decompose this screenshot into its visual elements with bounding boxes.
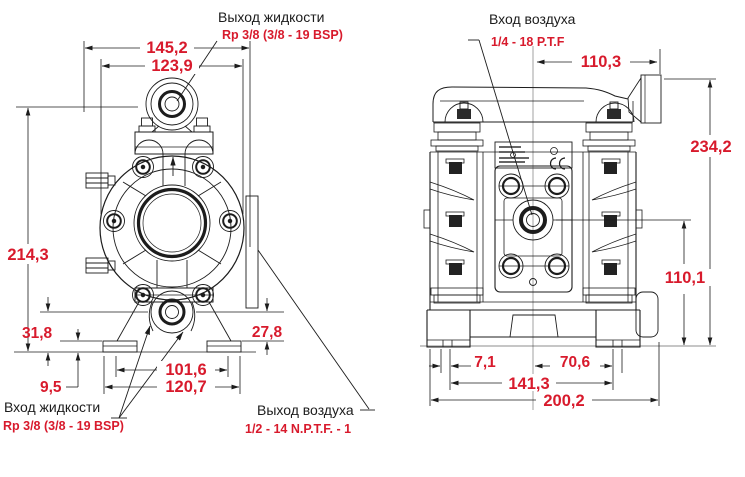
right-foot bbox=[206, 340, 242, 353]
base-center-block bbox=[509, 314, 559, 338]
dim-foot-height-right: 27,8 bbox=[252, 324, 283, 341]
liquid-outlet-title: Выход жидкости bbox=[218, 9, 324, 25]
nameplate bbox=[494, 141, 573, 170]
front-view-dimensions bbox=[16, 40, 375, 419]
dim-foot-slot-span: 101,6 bbox=[165, 361, 206, 379]
side-bolts bbox=[445, 158, 621, 275]
air-inlet-leader bbox=[468, 39, 533, 216]
air-inlet-title: Вход воздуха bbox=[489, 11, 576, 27]
dim-body-width: 123,9 bbox=[151, 57, 192, 75]
dim-foot-slot-right: 70,6 bbox=[560, 354, 591, 371]
flange-bolts bbox=[103, 156, 241, 306]
clamp-stacks bbox=[430, 122, 636, 304]
dimension-text-halos bbox=[4, 38, 738, 408]
dim-foot-height: 9,5 bbox=[40, 379, 62, 396]
top-cap bbox=[432, 86, 635, 123]
muffler bbox=[627, 74, 662, 124]
bottom-manifold-and-base bbox=[14, 260, 256, 353]
liquid-inlet-port bbox=[150, 290, 194, 334]
air-inlet-spec: 1/4 - 18 P.T.F bbox=[491, 35, 565, 49]
dim-muffler-offset: 110,3 bbox=[581, 53, 621, 71]
housing-sides bbox=[423, 151, 643, 310]
liquid-inlet-leaders bbox=[111, 325, 184, 419]
liquid-inlet-spec: Rp 3/8 (3/8 - 19 BSP) bbox=[3, 419, 124, 433]
pump-body-front bbox=[99, 155, 245, 301]
air-outlet-title: Выход воздуха bbox=[257, 402, 354, 418]
liquid-outlet-spec: Rp 3/8 (3/8 - 19 BSP) bbox=[222, 28, 343, 42]
air-valve-plate bbox=[494, 165, 573, 293]
liquid-inlet-title: Вход жидкости bbox=[4, 399, 100, 415]
side-plugs bbox=[85, 172, 116, 274]
outlet-flange-tab bbox=[635, 291, 659, 338]
dim-inlet-offset: 31,8 bbox=[22, 325, 53, 342]
tie-rails bbox=[476, 152, 590, 302]
side-view-base bbox=[420, 291, 716, 348]
side-view-drawing bbox=[420, 46, 716, 410]
left-foot bbox=[102, 340, 138, 353]
dim-overall-height: 234,2 bbox=[690, 138, 731, 156]
rear-tab bbox=[245, 195, 259, 309]
dim-base-width: 200,2 bbox=[543, 392, 584, 410]
ce-mark bbox=[549, 157, 566, 170]
liquid-outlet-port bbox=[145, 77, 199, 133]
dim-foot-slot-offset: 7,1 bbox=[474, 354, 496, 371]
dim-air-inlet-height: 110,1 bbox=[665, 269, 705, 287]
top-manifold bbox=[134, 117, 214, 186]
dim-outlet-height: 214,3 bbox=[7, 246, 48, 264]
dim-foot-span: 120,7 bbox=[165, 378, 206, 396]
air-outlet-spec: 1/2 - 14 N.P.T.F. - 1 bbox=[245, 422, 351, 436]
dim-overall-width: 145,2 bbox=[146, 39, 187, 57]
air-outlet-leader bbox=[257, 249, 375, 411]
dim-foot-slot-span-side: 141,3 bbox=[508, 375, 549, 393]
front-view-drawing bbox=[14, 77, 259, 353]
side-view-dimensions bbox=[429, 39, 716, 406]
